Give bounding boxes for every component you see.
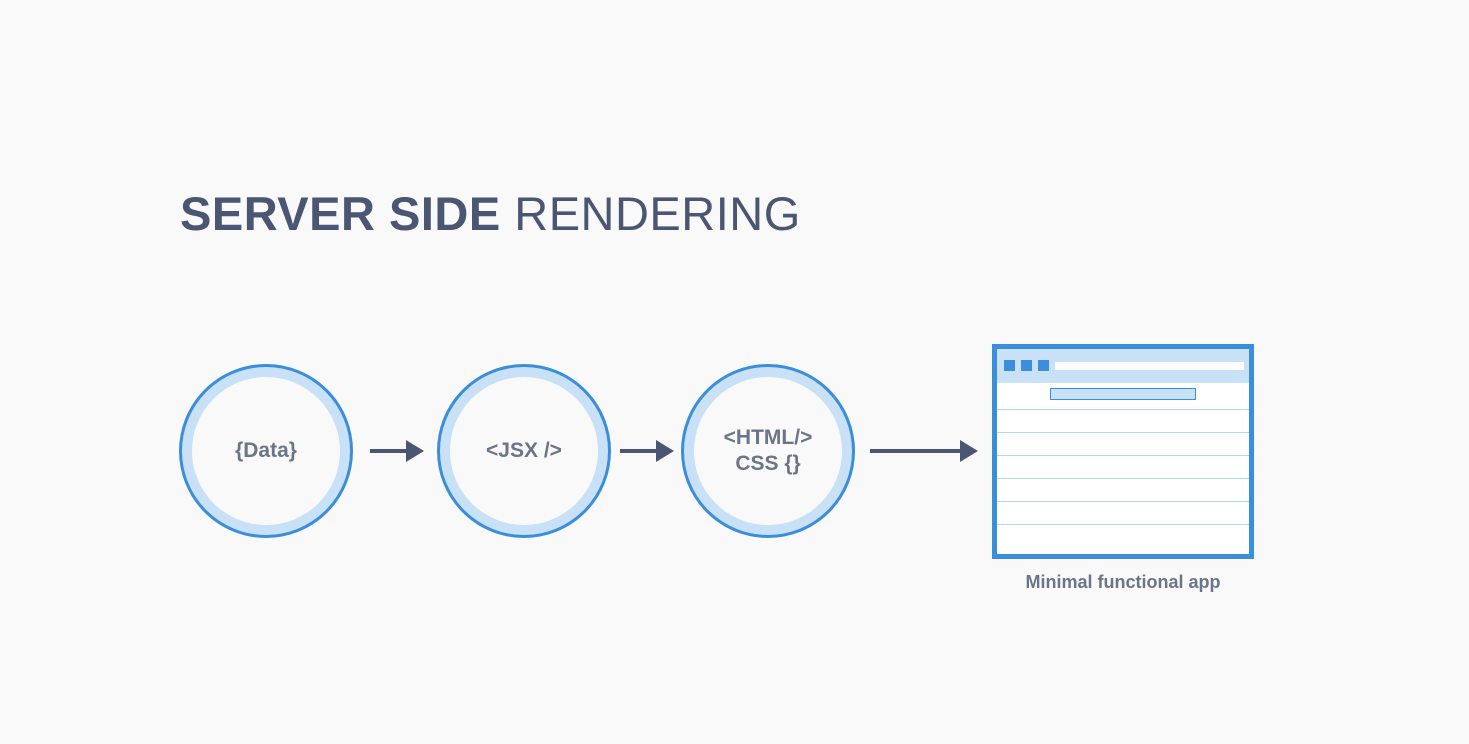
node-data: {Data} <box>179 364 353 538</box>
browser-content-row <box>997 455 1249 456</box>
node-jsx-label: <JSX /> <box>486 438 562 464</box>
arrow-head <box>960 440 978 462</box>
node-jsx-line-1: <JSX /> <box>486 439 562 462</box>
browser-topbar <box>997 349 1249 383</box>
browser-url-bar <box>1055 362 1244 370</box>
title-light: RENDERING <box>514 187 801 240</box>
window-control-icon <box>1004 360 1015 371</box>
arrow-shaft <box>870 449 962 453</box>
browser-window-icon <box>992 344 1254 559</box>
browser-content-row <box>997 478 1249 479</box>
arrow-right-icon <box>370 440 424 462</box>
title-bold: SERVER SIDE <box>180 187 501 240</box>
node-jsx: <JSX /> <box>437 364 611 538</box>
arrow-shaft <box>620 449 660 453</box>
node-html-line-1: <HTML/> <box>723 426 813 449</box>
browser-content-row <box>997 524 1249 525</box>
node-html-css-inner: <HTML/> CSS {} <box>694 377 842 525</box>
arrow-shaft <box>370 449 410 453</box>
window-control-icon <box>1038 360 1049 371</box>
node-html-css: <HTML/> CSS {} <box>681 364 855 538</box>
diagram-title: SERVER SIDE RENDERING <box>180 186 801 242</box>
arrow-right-icon <box>870 440 978 462</box>
window-control-icon <box>1021 360 1032 371</box>
node-data-inner: {Data} <box>192 377 340 525</box>
node-html-css-label: <HTML/> CSS {} <box>724 425 813 477</box>
browser-content-row <box>997 432 1249 433</box>
arrow-head <box>406 440 424 462</box>
node-data-line-1: {Data} <box>235 439 297 462</box>
arrow-head <box>656 440 674 462</box>
browser-content-row <box>997 501 1249 502</box>
arrow-right-icon <box>620 440 674 462</box>
node-data-label: {Data} <box>235 438 297 464</box>
browser-search-box <box>1050 388 1196 400</box>
node-html-line-2: CSS {} <box>735 452 801 475</box>
browser-caption: Minimal functional app <box>1025 572 1221 592</box>
browser-content-row <box>997 409 1249 410</box>
node-jsx-inner: <JSX /> <box>450 377 598 525</box>
